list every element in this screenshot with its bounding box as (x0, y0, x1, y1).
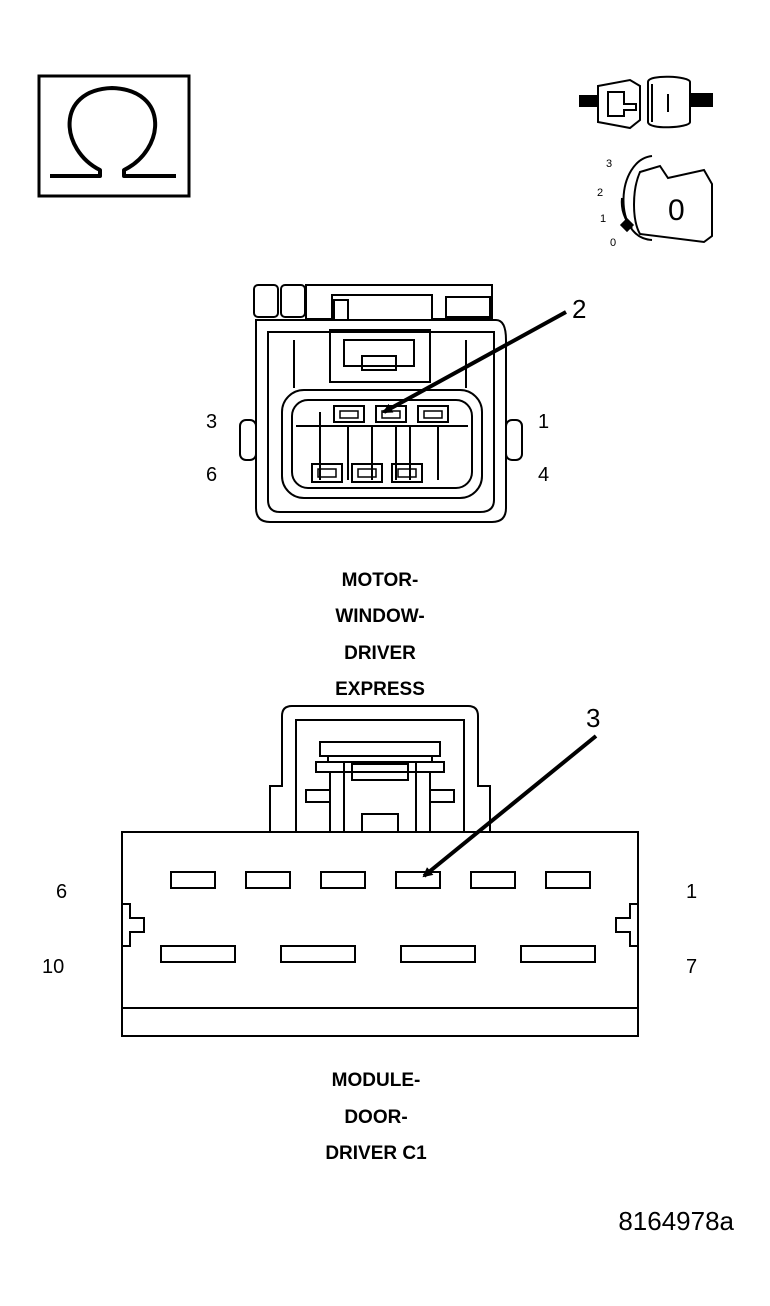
pin-label-3: 3 (206, 411, 217, 433)
ignition-position-3: 3 (606, 158, 612, 170)
pin-label-4: 4 (538, 464, 549, 486)
connector-name-line: DRIVER (344, 643, 416, 664)
ignition-key-label: 0 (668, 194, 685, 227)
callout-number-3: 3 (586, 703, 600, 733)
pin-label-6: 6 (56, 881, 67, 903)
pin-label-10: 10 (42, 956, 64, 978)
figure-id: 8164978a (618, 1206, 734, 1236)
connector-name-line: WINDOW- (335, 606, 424, 627)
ignition-position-1: 1 (600, 213, 606, 225)
callout-arrow-3 (422, 734, 598, 878)
callout-number-2: 2 (572, 294, 586, 324)
connector-name-line: MODULE- (332, 1070, 421, 1091)
connector-name-line: DRIVER C1 (325, 1143, 427, 1164)
connector-motor-window-driver-express (239, 284, 523, 523)
pin-label-6: 6 (206, 464, 217, 486)
connector-module-door-driver-c1 (121, 705, 639, 1037)
callout-arrow-2 (382, 310, 567, 414)
connector-name-line: EXPRESS (335, 679, 425, 700)
omega-icon (37, 74, 191, 198)
pin-label-1: 1 (686, 881, 697, 903)
ignition-key-icon: 3 2 1 0 0 (597, 155, 713, 249)
pin-label-7: 7 (686, 956, 697, 978)
connector-name-line: DOOR- (344, 1107, 407, 1128)
ignition-position-0: 0 (610, 237, 616, 249)
ignition-position-2: 2 (597, 187, 603, 199)
pin-label-1: 1 (538, 411, 549, 433)
connector-name-line: MOTOR- (342, 570, 419, 591)
connector-disconnect-icon (579, 75, 713, 130)
